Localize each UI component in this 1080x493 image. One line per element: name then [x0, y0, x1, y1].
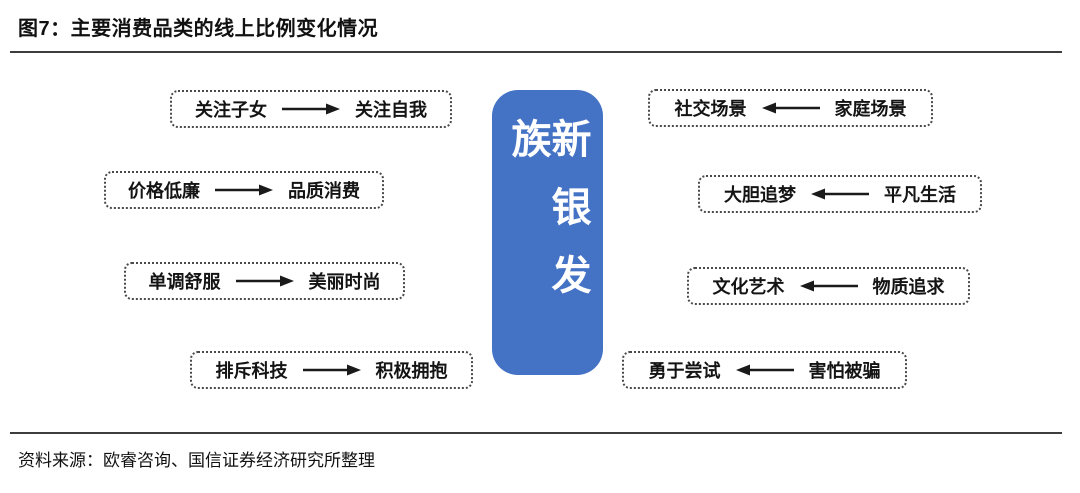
center-group-badge: 新银发族 [492, 90, 603, 375]
transition-box-children-to-self: 关注子女 关注自我 [170, 90, 452, 128]
transition-to-label: 美丽时尚 [308, 272, 381, 292]
transition-from-label: 价格低廉 [128, 181, 200, 201]
figure-title: 图7：主要消费品类的线上比例变化情况 [18, 18, 379, 40]
source-note: 资料来源：欧睿咨询、国信证券经济研究所整理 [18, 451, 375, 470]
arrow-right-icon [282, 103, 340, 115]
transition-to-label: 大胆追梦 [724, 185, 796, 205]
transition-box-ordinary-to-dream: 大胆追梦 平凡生活 [698, 175, 982, 213]
arrow-left-icon [735, 364, 794, 376]
transition-box-material-to-culture: 文化艺术 物质追求 [687, 267, 970, 305]
transition-to-label: 文化艺术 [712, 277, 785, 297]
arrow-right-icon [215, 184, 273, 196]
transition-box-price-to-quality: 价格低廉 品质消费 [104, 171, 384, 209]
transition-from-label: 物质追求 [872, 277, 945, 297]
transition-box-family-to-social: 社交场景 家庭场景 [648, 89, 933, 127]
center-group-label: 新银发族 [505, 118, 590, 322]
transition-to-label: 勇于尝试 [648, 361, 721, 381]
arrow-left-icon [811, 188, 869, 200]
source-divider [10, 432, 1062, 434]
title-divider [10, 51, 1062, 53]
transition-from-label: 害怕被骗 [808, 361, 881, 381]
transition-to-label: 关注自我 [355, 100, 427, 120]
arrow-left-icon [799, 280, 858, 292]
transition-to-label: 积极拥抱 [375, 361, 448, 381]
transition-to-label: 社交场景 [674, 99, 747, 119]
transition-from-label: 单调舒服 [148, 272, 221, 292]
transition-from-label: 关注子女 [195, 100, 267, 120]
transition-from-label: 平凡生活 [884, 185, 956, 205]
transition-box-plain-to-fashion: 单调舒服 美丽时尚 [124, 262, 405, 300]
transition-from-label: 排斥科技 [215, 361, 288, 381]
arrow-right-icon [235, 275, 294, 287]
arrow-left-icon [761, 102, 820, 114]
transition-box-fear-to-try: 勇于尝试 害怕被骗 [622, 351, 907, 389]
transition-from-label: 家庭场景 [834, 99, 907, 119]
arrow-right-icon [302, 364, 361, 376]
transition-to-label: 品质消费 [288, 181, 360, 201]
transition-box-tech-reject-to-embrace: 排斥科技 积极拥抱 [190, 351, 473, 389]
